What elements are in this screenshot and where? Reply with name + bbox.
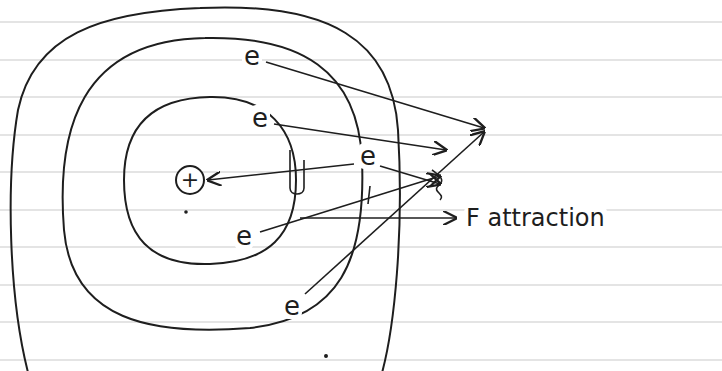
middle-orbit	[63, 38, 363, 330]
label-arrow	[300, 217, 456, 219]
bracket	[290, 150, 304, 194]
force-arrows	[185, 62, 484, 357]
electron-label: e	[282, 293, 302, 319]
electron-label: e	[358, 143, 378, 169]
ruled-lines	[0, 22, 722, 360]
electron-label: e	[250, 105, 270, 131]
repulsion-arrow	[266, 62, 484, 128]
outer-orbit	[11, 7, 400, 371]
electron-label: e	[234, 223, 254, 249]
dot	[325, 355, 327, 357]
repulsion-arrow	[380, 166, 440, 184]
dot	[185, 211, 187, 213]
squiggle	[432, 170, 442, 200]
attraction-arrow	[208, 164, 354, 180]
repulsion-arrow	[260, 176, 440, 232]
charge-sign: +	[179, 169, 201, 191]
repulsion-arrow	[305, 132, 484, 294]
tick	[368, 186, 370, 204]
force-label: F attraction	[464, 206, 607, 230]
nucleus-circle: +	[175, 165, 205, 195]
orbits	[11, 7, 400, 371]
electron-label: e	[242, 43, 262, 69]
